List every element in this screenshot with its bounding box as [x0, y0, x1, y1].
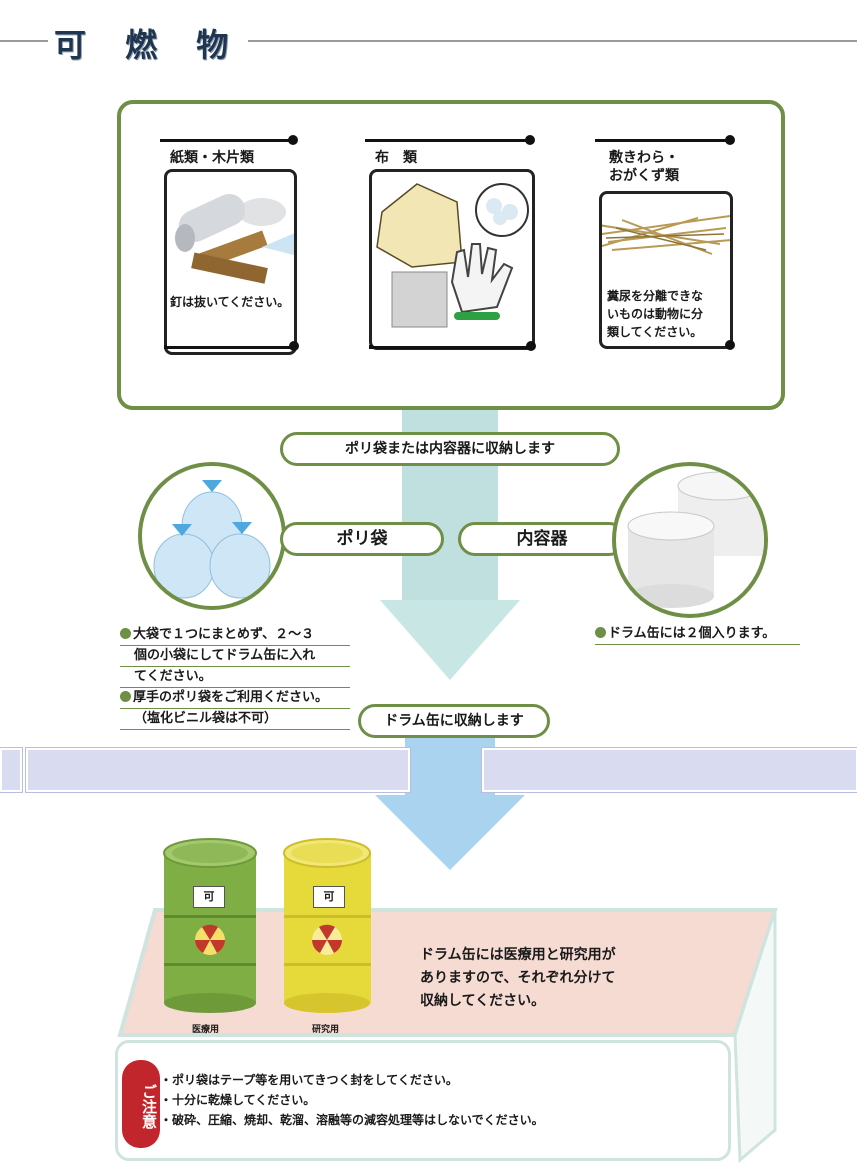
connector-dot: [525, 135, 535, 145]
caution-item: ・ポリ袋はテープ等を用いてきつく封をしてください。: [160, 1073, 458, 1087]
container-illustration: [612, 462, 768, 618]
category-title: 紙類・木片類: [170, 150, 254, 166]
bullet-dot: [595, 627, 606, 638]
band-left: [25, 747, 411, 793]
category-paper-wood: 紙類・木片類 釘は抜いてください。: [160, 135, 302, 355]
category-cloth: 布 類: [365, 135, 540, 351]
bag-notes: 大袋で１つにまとめず、２～３ 個の小袋にしてドラム缶に入れ てください。 厚手の…: [120, 625, 350, 730]
drum-message-line: 収納してください。: [420, 993, 546, 1009]
bag-label: ポリ袋: [280, 522, 444, 556]
note-line: 厚手のポリ袋をご利用ください。: [120, 688, 350, 709]
page-title: 可 燃 物: [48, 20, 249, 66]
paper-wood-illustration: [175, 193, 302, 284]
category-straw-sawdust: 敷きわら・ おがくず類 糞尿を分離できな いものは動物に分 類してください。: [591, 135, 740, 350]
category-card: [369, 169, 535, 350]
connector-dot: [288, 135, 298, 145]
connector-dot: [725, 340, 735, 350]
bag-illustration: [138, 462, 286, 610]
drum-medical: [163, 838, 257, 1013]
platform: [117, 908, 778, 1164]
cloth-illustration: [376, 183, 529, 328]
note-line: （塩化ビニル袋は不可）: [120, 709, 350, 730]
step-drum-label: ドラム缶に収納します: [358, 704, 550, 738]
step-pack-label: ポリ袋または内容器に収納します: [280, 432, 620, 466]
category-note-line: いものは動物に分: [607, 307, 704, 321]
caution-item: ・十分に乾燥してください。: [160, 1093, 316, 1107]
drum-message-line: ドラム缶には医療用と研究用が: [420, 947, 616, 963]
band-left-edge: [0, 747, 23, 793]
category-title-line2: おがくず類: [609, 168, 679, 184]
category-note: 釘は抜いてください。: [170, 295, 290, 309]
container-note: ドラム缶には２個入ります。: [595, 624, 800, 645]
caution-box: [115, 1040, 731, 1161]
straw-illustration: [591, 215, 733, 255]
drum-mark: 可: [193, 886, 225, 908]
note-line: てください。: [120, 667, 350, 688]
arrow-down-large: [380, 390, 520, 680]
category-card: [591, 191, 733, 349]
category-note-line: 糞尿を分離できな: [607, 289, 704, 303]
container-label: 内容器: [458, 522, 626, 556]
caution-list: ・ポリ袋はテープ等を用いてきつく封をしてください。 ・十分に乾燥してください。 …: [160, 1070, 544, 1130]
drum-mark: 可: [313, 886, 345, 908]
category-card: [164, 169, 302, 355]
category-note-line: 類してください。: [607, 325, 703, 339]
connector-dot: [725, 135, 735, 145]
band-right: [481, 747, 857, 793]
drum-caption: 医療用: [192, 1025, 220, 1035]
note-line: 個の小袋にしてドラム缶に入れ: [120, 646, 350, 667]
drum-caption: 研究用: [312, 1025, 340, 1035]
caution-item: ・破砕、圧縮、焼却、乾溜、溶融等の減容処理等はしないでください。: [160, 1113, 544, 1127]
note-line: 大袋で１つにまとめず、２～３: [120, 625, 350, 646]
category-title: 布 類: [375, 150, 417, 166]
connector-dot: [289, 341, 299, 351]
drum-research: [283, 838, 371, 1013]
header-rule: [0, 40, 857, 42]
bullet-dot: [120, 628, 131, 639]
arrow-down-blue: [375, 735, 525, 870]
drum-message: ドラム缶には医療用と研究用が ありますので、それぞれ分けて 収納してください。: [420, 944, 616, 1013]
bullet-dot: [120, 691, 131, 702]
connector-dot: [526, 341, 536, 351]
caution-badge: ご注意: [122, 1060, 160, 1148]
drum-message-line: ありますので、それぞれ分けて: [420, 970, 616, 986]
category-title-line1: 敷きわら・: [609, 150, 679, 166]
